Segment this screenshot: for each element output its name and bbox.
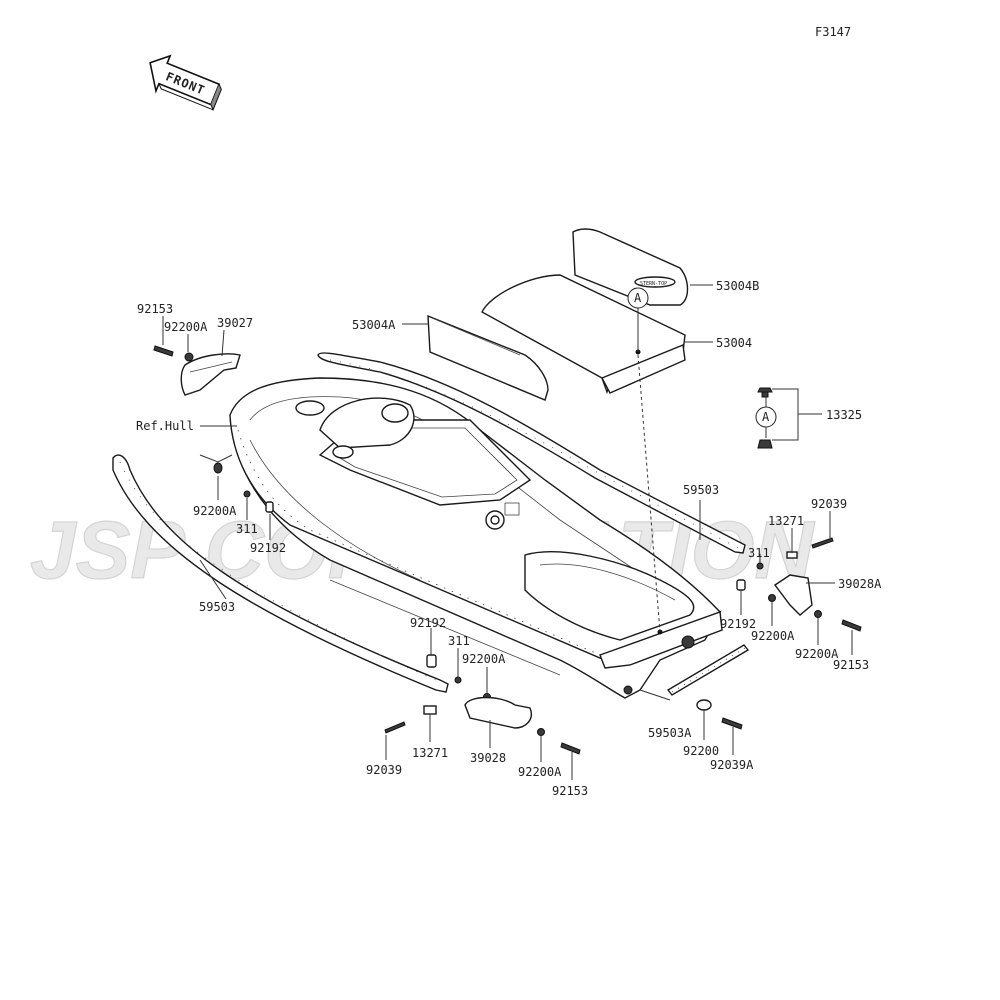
label-53004B: 53004B xyxy=(716,279,759,293)
svg-text:A: A xyxy=(634,291,642,305)
label-311: 311 xyxy=(448,634,470,648)
leader-lines xyxy=(162,284,853,780)
label-92153: 92153 xyxy=(552,784,588,798)
svg-text:A: A xyxy=(762,410,770,424)
svg-text:STERN-TOP: STERN-TOP xyxy=(640,281,667,287)
label-92153: 92153 xyxy=(137,302,173,316)
front-step-39027 xyxy=(153,345,241,396)
label-39027: 39027 xyxy=(217,316,253,330)
label-59503: 59503 xyxy=(683,483,719,497)
gunwale-trim-left xyxy=(112,454,449,693)
label-92200A: 92200A xyxy=(795,647,839,661)
label-13271: 13271 xyxy=(412,746,448,760)
label-53004: 53004 xyxy=(716,336,752,350)
callout-a-mat: A xyxy=(627,287,649,309)
label-92200: 92200 xyxy=(683,744,719,758)
bottom-fasteners xyxy=(384,654,743,755)
label-92200A: 92200A xyxy=(164,320,208,334)
label-92039: 92039 xyxy=(811,497,847,511)
label-92153: 92153 xyxy=(833,658,869,672)
gunwale-trim-right xyxy=(317,352,746,554)
label-59503: 59503 xyxy=(199,600,235,614)
label-311: 311 xyxy=(236,522,258,536)
label-92039: 92039 xyxy=(366,763,402,777)
label-39028A: 39028A xyxy=(838,577,882,591)
mat-53004A xyxy=(427,314,549,401)
callout-a-fastener: A xyxy=(755,406,777,428)
label-92200A: 92200A xyxy=(462,652,506,666)
label-13325: 13325 xyxy=(826,408,862,422)
fastener-13325 xyxy=(757,387,773,449)
hull-deck xyxy=(229,377,723,699)
label-92039A: 92039A xyxy=(710,758,754,772)
left-fasteners xyxy=(213,462,274,513)
label-39028: 39028 xyxy=(470,751,506,765)
mat-53004B: STERN-TOP xyxy=(572,228,689,306)
label-92192: 92192 xyxy=(410,616,446,630)
right-fasteners xyxy=(736,537,862,632)
label-92200A: 92200A xyxy=(751,629,795,643)
label-92192: 92192 xyxy=(250,541,286,555)
label-92200A: 92200A xyxy=(193,504,237,518)
label-ref-hull: Ref.Hull xyxy=(136,419,194,433)
mat-53004 xyxy=(481,274,686,395)
label-311: 311 xyxy=(748,546,770,560)
rear-trim xyxy=(666,644,750,696)
part-labels: 92153 92200A 39027 Ref.Hull 92200A 311 9… xyxy=(136,279,882,798)
label-92200A: 92200A xyxy=(518,765,562,779)
figure-code: F3147 xyxy=(815,25,851,39)
label-59503A: 59503A xyxy=(648,726,692,740)
label-53004A: 53004A xyxy=(352,318,396,332)
front-arrow-icon: FRONT xyxy=(149,54,222,112)
label-92192: 92192 xyxy=(720,617,756,631)
label-13271: 13271 xyxy=(768,514,804,528)
